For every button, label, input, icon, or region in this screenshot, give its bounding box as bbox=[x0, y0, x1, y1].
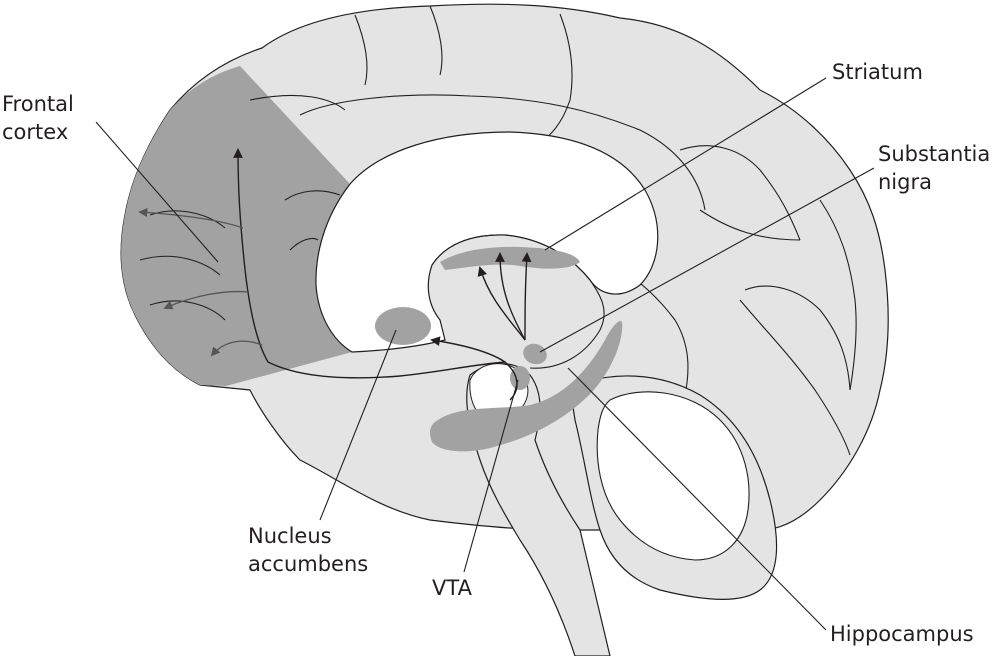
fourth-ventricle-cavity bbox=[596, 391, 750, 561]
label-frontal-cortex-line1: Frontal bbox=[2, 92, 74, 116]
label-frontal-cortex: Frontal cortex bbox=[2, 90, 74, 146]
hippocampus-leader bbox=[567, 367, 827, 631]
thalamus-outline bbox=[431, 234, 605, 369]
leader-lines bbox=[95, 77, 875, 631]
striatum-leader bbox=[544, 77, 827, 251]
label-striatum: Striatum bbox=[832, 58, 923, 86]
sulci-lines bbox=[139, 5, 857, 456]
label-substantia-nigra-line1: Substantia bbox=[878, 142, 991, 166]
label-substantia-nigra: Substantia nigra bbox=[878, 140, 990, 196]
hippocampus-region bbox=[430, 320, 623, 452]
label-nucleus-accumbens-line1: Nucleus bbox=[248, 524, 332, 548]
label-vta: VTA bbox=[432, 574, 472, 602]
vta-leader bbox=[463, 379, 519, 573]
vta-region bbox=[510, 366, 530, 390]
nucleus-accumbens-region bbox=[375, 307, 431, 345]
striatum-region bbox=[440, 246, 580, 270]
label-nucleus-accumbens-line2: accumbens bbox=[248, 552, 369, 576]
label-vta-line1: VTA bbox=[432, 576, 472, 600]
substantia-leader bbox=[539, 167, 875, 353]
label-striatum-line1: Striatum bbox=[832, 60, 923, 84]
nucleus-leader bbox=[319, 329, 397, 521]
label-hippocampus-line1: Hippocampus bbox=[830, 622, 974, 646]
label-nucleus-accumbens: Nucleus accumbens bbox=[248, 522, 368, 578]
cortical-branches bbox=[138, 207, 263, 357]
substantia-nigra-region bbox=[523, 343, 547, 365]
label-substantia-nigra-line2: nigra bbox=[878, 170, 932, 194]
frontal-leader bbox=[95, 121, 219, 263]
label-hippocampus: Hippocampus bbox=[830, 620, 974, 648]
label-frontal-cortex-line2: cortex bbox=[2, 120, 69, 144]
